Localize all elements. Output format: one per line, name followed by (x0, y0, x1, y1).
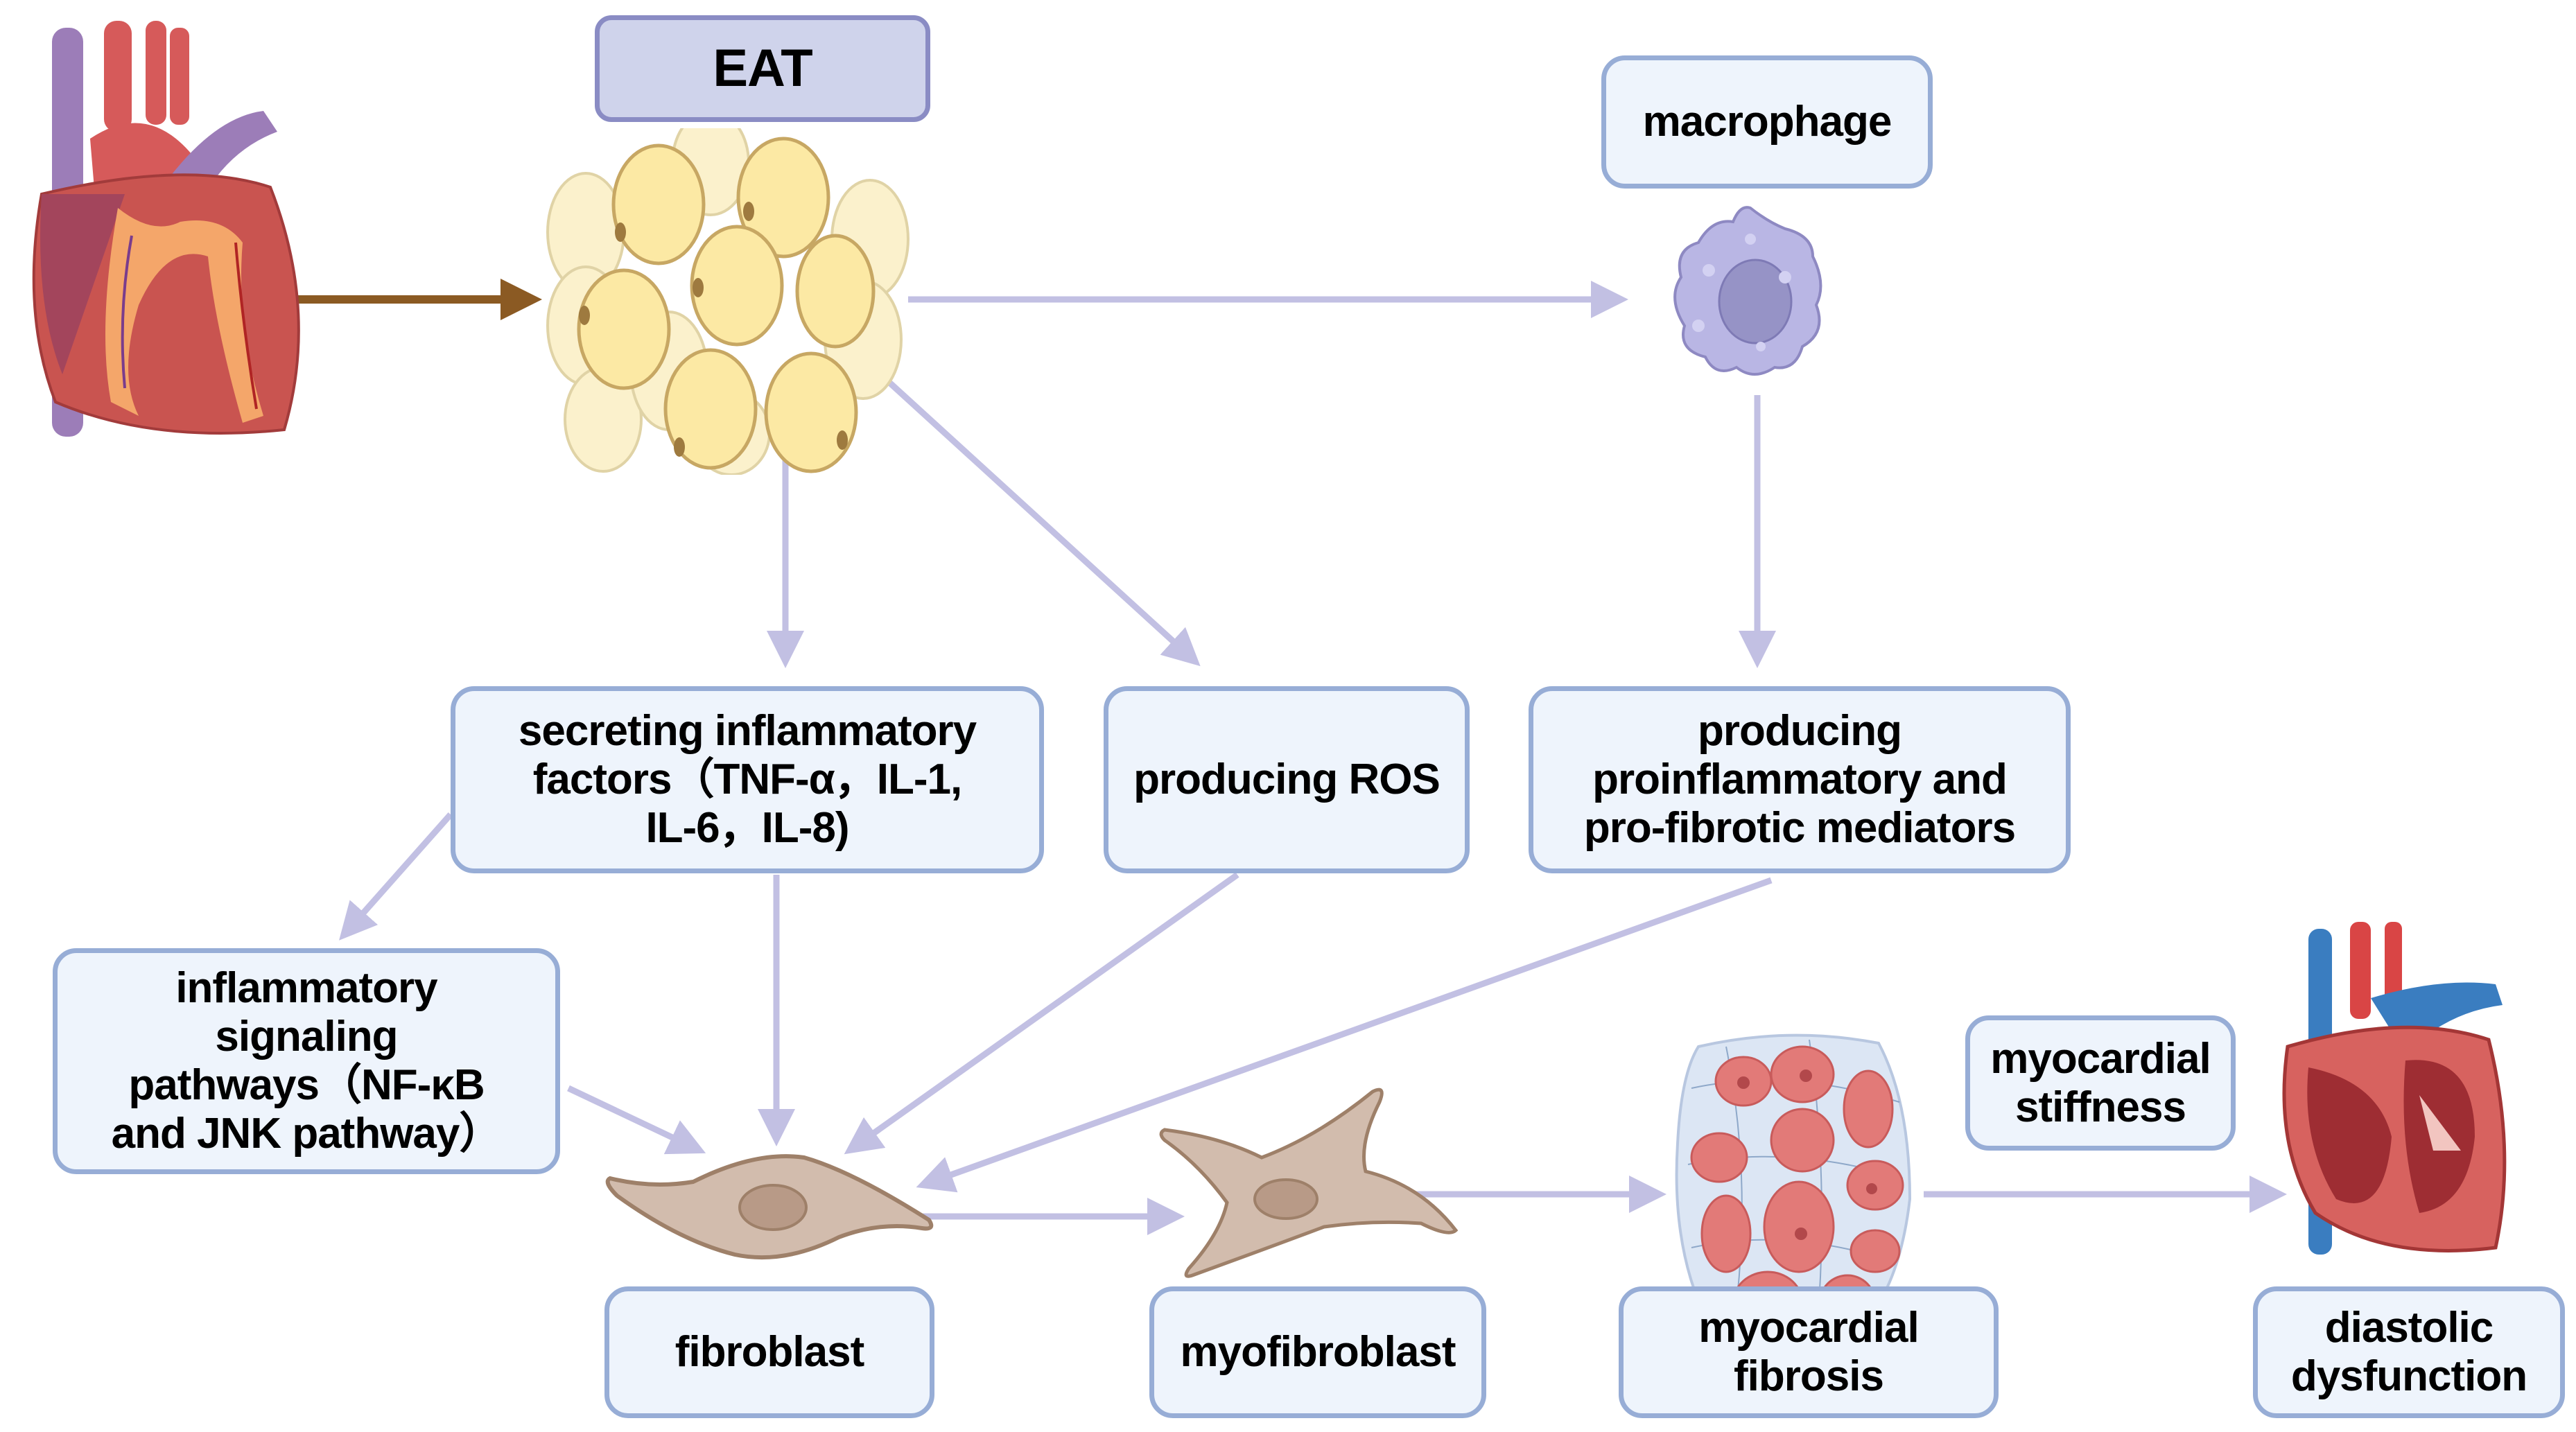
arrow-secreting-to-pathways (339, 812, 453, 941)
arrow-mediators-to-fibroblast (916, 877, 1773, 1193)
heart-with-epicardial-fat-icon (32, 21, 300, 437)
macrophage-cell-icon (1673, 206, 1822, 376)
adipocyte-cluster-icon (546, 128, 910, 475)
myofibroblast-label: myofibroblast (1149, 1286, 1486, 1418)
myofibroblast-cell-icon (1159, 1088, 1459, 1278)
fibroblast-cell-icon (605, 1154, 934, 1260)
myocardial-stiffness-label: myocardial stiffness (1965, 1015, 2236, 1151)
arrow-pathways-to-fibroblast (567, 1085, 706, 1155)
inflammatory-signaling-pathways-box: inflammatory signaling pathways（NF-κB an… (53, 948, 560, 1174)
fibrotic-tissue-icon (1675, 1033, 1912, 1343)
arrow-eat-to-ros (878, 372, 1201, 667)
heart-cross-section-icon (2282, 922, 2507, 1255)
diastolic-dysfunction-label: diastolic dysfunction (2253, 1286, 2565, 1418)
producing-ros-box: producing ROS (1104, 686, 1470, 873)
fibroblast-label: fibroblast (604, 1286, 934, 1418)
arrow-ros-to-fibroblast (844, 872, 1239, 1155)
secreting-inflammatory-factors-box: secreting inflammatory factors（TNF-α，IL-… (451, 686, 1044, 873)
producing-mediators-box: producing proinflammatory and pro-fibrot… (1529, 686, 2071, 873)
macrophage-label: macrophage (1601, 55, 1933, 189)
myocardial-fibrosis-label: myocardial fibrosis (1619, 1286, 1999, 1418)
eat-label: EAT (595, 15, 930, 122)
